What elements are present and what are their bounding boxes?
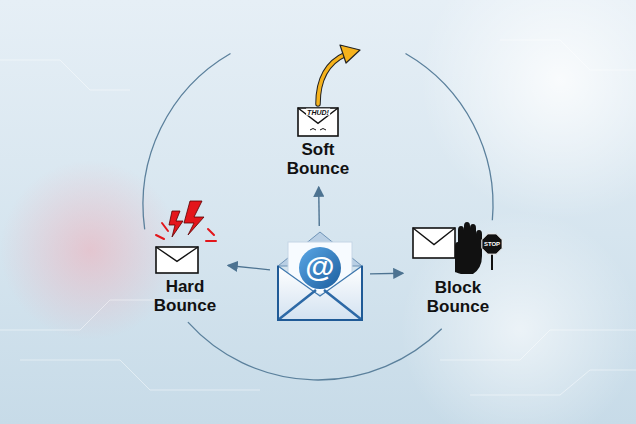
lightning-bolt [184,201,204,235]
hard-bounce-node: Hard Bounce [145,201,225,321]
node-icon [150,201,220,277]
stop-hand [455,222,482,274]
sound-effect: THUD! [306,109,330,116]
at-circle [299,247,341,289]
bounce-arrow [318,45,360,104]
spark-lines [156,223,216,241]
dent-marks [310,129,326,131]
node-icon [288,98,348,140]
envelope-folds [278,290,362,320]
circuit-lines [0,40,636,395]
flow-arrow [228,265,270,269]
flow-arrow [318,187,320,226]
envelope-body [156,247,198,273]
at-symbol: @ [305,250,334,284]
email-icon-node: @ [272,228,368,322]
node-label: Block Bounce [427,278,489,316]
cycle-ring [143,53,493,380]
stop-sign [482,234,502,254]
ring-arc [406,53,493,220]
node-icon [411,222,505,278]
envelope-body [413,228,455,258]
block-bounce-node: Block Bounce [406,222,510,322]
ring-arc [143,53,230,229]
envelope-flap [413,228,455,245]
sign-post [491,254,493,270]
envelope-body [298,108,338,136]
lightning-bolt [169,211,183,237]
envelope-flap [156,247,198,261]
node-label: Soft Bounce [287,140,349,178]
flow-arrow [370,273,403,275]
ring-arc [188,322,442,380]
sign-text: STOP [484,241,500,247]
node-label: Hard Bounce [154,277,216,315]
envelope-flap [298,108,338,123]
